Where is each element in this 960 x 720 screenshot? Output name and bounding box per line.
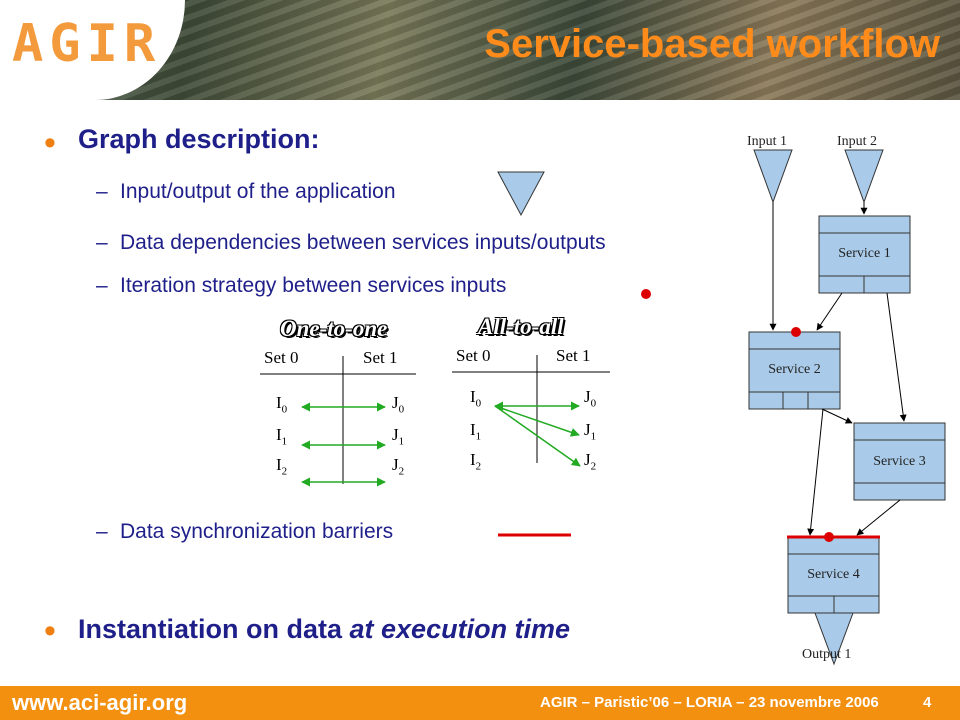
bullet-graph-description: Graph description: <box>78 124 320 154</box>
all-to-all-right-2: J2 <box>584 450 597 473</box>
all-to-all-set1: Set 1 <box>556 346 591 365</box>
one-to-one-right-0: J0 <box>392 393 405 416</box>
instantiation-emphasis: at execution time <box>349 614 571 644</box>
one-to-one-heading: One-to-one <box>280 316 388 341</box>
slide-title: Service-based workflow <box>484 22 940 66</box>
one-to-one-right-1: J1 <box>392 425 405 448</box>
service2-iteration-dot <box>791 327 801 337</box>
one-to-one-set1: Set 1 <box>363 348 398 367</box>
sub-input-output: Input/output of the application <box>120 180 396 203</box>
sub-dash: – <box>96 274 108 297</box>
all-to-all-left-0: I0 <box>470 387 482 410</box>
service2-label: Service 2 <box>768 362 821 377</box>
footer-bar: www.aci-agir.org AGIR – Paristic’06 – LO… <box>0 686 960 720</box>
all-to-all-right-0: J0 <box>584 387 597 410</box>
bullet-instantiation: Instantiation on data at execution time <box>78 614 570 645</box>
footer-caption: AGIR – Paristic’06 – LORIA – 23 novembre… <box>540 694 879 711</box>
one-to-one-left-1: I1 <box>276 425 288 448</box>
page-number: 4 <box>923 694 932 711</box>
footer-url-link[interactable]: www.aci-agir.org <box>12 690 188 715</box>
all-to-all-right-1: J1 <box>584 420 597 443</box>
input2-label: Input 2 <box>837 134 878 149</box>
one-to-one-set0: Set 0 <box>264 348 299 367</box>
service4-iteration-dot <box>824 532 834 542</box>
all-to-all-left-1: I1 <box>470 420 482 443</box>
all-to-all-set0: Set 0 <box>456 346 491 365</box>
sub-dash: – <box>96 231 108 254</box>
bullet-dot: • <box>44 612 56 650</box>
bullet-dot: • <box>44 124 56 162</box>
all-to-all-heading: All-to-all <box>478 314 564 339</box>
all-to-all-left-2: I2 <box>470 450 482 473</box>
input1-triangle <box>753 149 793 204</box>
service1-label: Service 1 <box>838 246 891 261</box>
sub-data-dependencies: Data dependencies between services input… <box>120 231 606 254</box>
sub-dash: – <box>96 520 108 543</box>
io-triangle-legend <box>497 171 545 217</box>
agir-logo: AGIR <box>12 14 162 74</box>
service4-label: Service 4 <box>807 567 860 582</box>
instantiation-text: Instantiation on data <box>78 614 350 644</box>
sub-iteration: Iteration strategy between services inpu… <box>120 274 507 297</box>
one-to-one-left-0: I0 <box>276 393 288 416</box>
input2-triangle <box>844 149 884 204</box>
one-to-one-left-2: I2 <box>276 455 288 478</box>
output1-label: Output 1 <box>802 647 852 662</box>
service3-label: Service 3 <box>873 454 926 469</box>
sub-barriers: Data synchronization barriers <box>120 520 394 543</box>
iteration-dot <box>641 289 651 299</box>
sub-dash: – <box>96 180 108 203</box>
input1-label: Input 1 <box>747 134 788 149</box>
one-to-one-right-2: J2 <box>392 455 405 478</box>
